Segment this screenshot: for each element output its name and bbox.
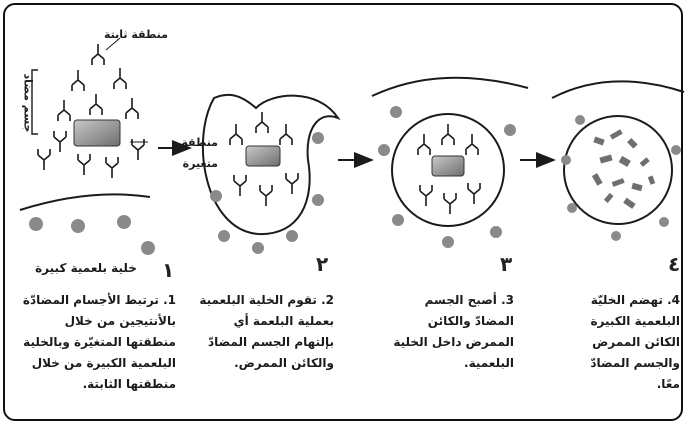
stage-4-diagram xyxy=(552,81,684,241)
step-4-number: ٤ xyxy=(668,252,680,276)
step-3-number: ٣ xyxy=(500,252,512,276)
fixed-region-label: منطقة ثابتة xyxy=(98,24,168,45)
phagocyte-membrane xyxy=(20,194,150,210)
phagocyte-label: خلية بلعمية كبيرة xyxy=(18,258,154,279)
pathogen xyxy=(74,120,120,146)
stage-2-diagram xyxy=(203,95,338,254)
step-4-caption: 4. تهضم الخليّة البلعمية الكبيرة الكائن … xyxy=(566,290,680,395)
step-1-caption: 1. ترتبط الأجسام المضادّة بالأنتيجين من … xyxy=(16,290,176,395)
step-2-caption: 2. تقوم الخلية البلعمية بعملية البلعمة أ… xyxy=(196,290,334,374)
stage-1-diagram xyxy=(20,38,155,255)
step-3-caption: 3. أصبح الجسم المضادّ والكائن الممرض داخ… xyxy=(388,290,514,374)
step-2-number: ٢ xyxy=(316,252,328,276)
variable-region-label: منطقة متغيرة xyxy=(146,132,218,174)
stage-3-diagram xyxy=(372,78,528,248)
step-1-number: ١ xyxy=(162,258,174,282)
antibody-label: جسم مضاد xyxy=(22,73,35,133)
